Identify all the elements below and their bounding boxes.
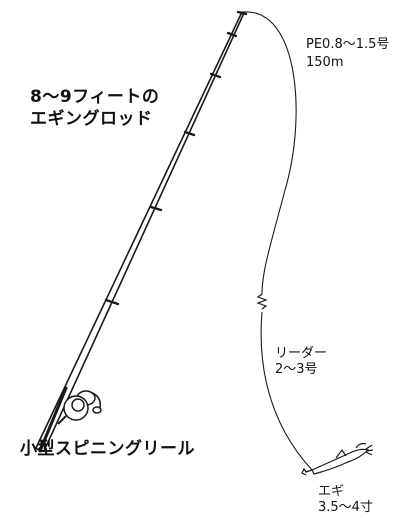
egi-label-1: エギ (318, 484, 345, 499)
reel-bail (89, 391, 102, 409)
rod-blank-left (35, 11, 243, 449)
rod-guides (104, 10, 248, 306)
egi-fin (335, 448, 347, 459)
guide-5 (104, 298, 120, 306)
egi-hook-2 (355, 442, 367, 449)
spinning-reel (57, 390, 102, 425)
guide-2 (209, 72, 222, 79)
main-line-label-1: PE0.8〜1.5号 (306, 37, 390, 52)
guide-3 (183, 130, 196, 137)
reel-label: 小型スピニングリール (20, 439, 195, 459)
guide-4 (149, 205, 163, 212)
rod-label-line2: エギングロッド (30, 109, 153, 129)
egi-jig-head (301, 467, 313, 476)
egi-squid-jig (301, 442, 374, 476)
reel-knob (92, 406, 102, 414)
guide-tip (236, 10, 248, 16)
guide-1 (226, 31, 238, 38)
main-line-label-2: 150m (306, 55, 344, 70)
leader-label-1: リーダー (275, 346, 328, 361)
rod-label-line1: 8〜9フィートの (30, 87, 160, 107)
rod-blank-right (43, 12, 245, 452)
fishing-rod (35, 10, 248, 453)
egi-hook-1 (365, 444, 374, 456)
egi-body (311, 448, 370, 475)
reel-handle (57, 415, 67, 425)
line-knot (256, 293, 268, 310)
egi-label-2: 3.5〜4寸 (318, 500, 373, 515)
leader-line (260, 311, 313, 471)
leader-label-2: 2〜3号 (275, 362, 318, 377)
pe-main-line (242, 11, 297, 295)
reel-rotor (71, 398, 85, 412)
rod-handle (38, 386, 68, 453)
